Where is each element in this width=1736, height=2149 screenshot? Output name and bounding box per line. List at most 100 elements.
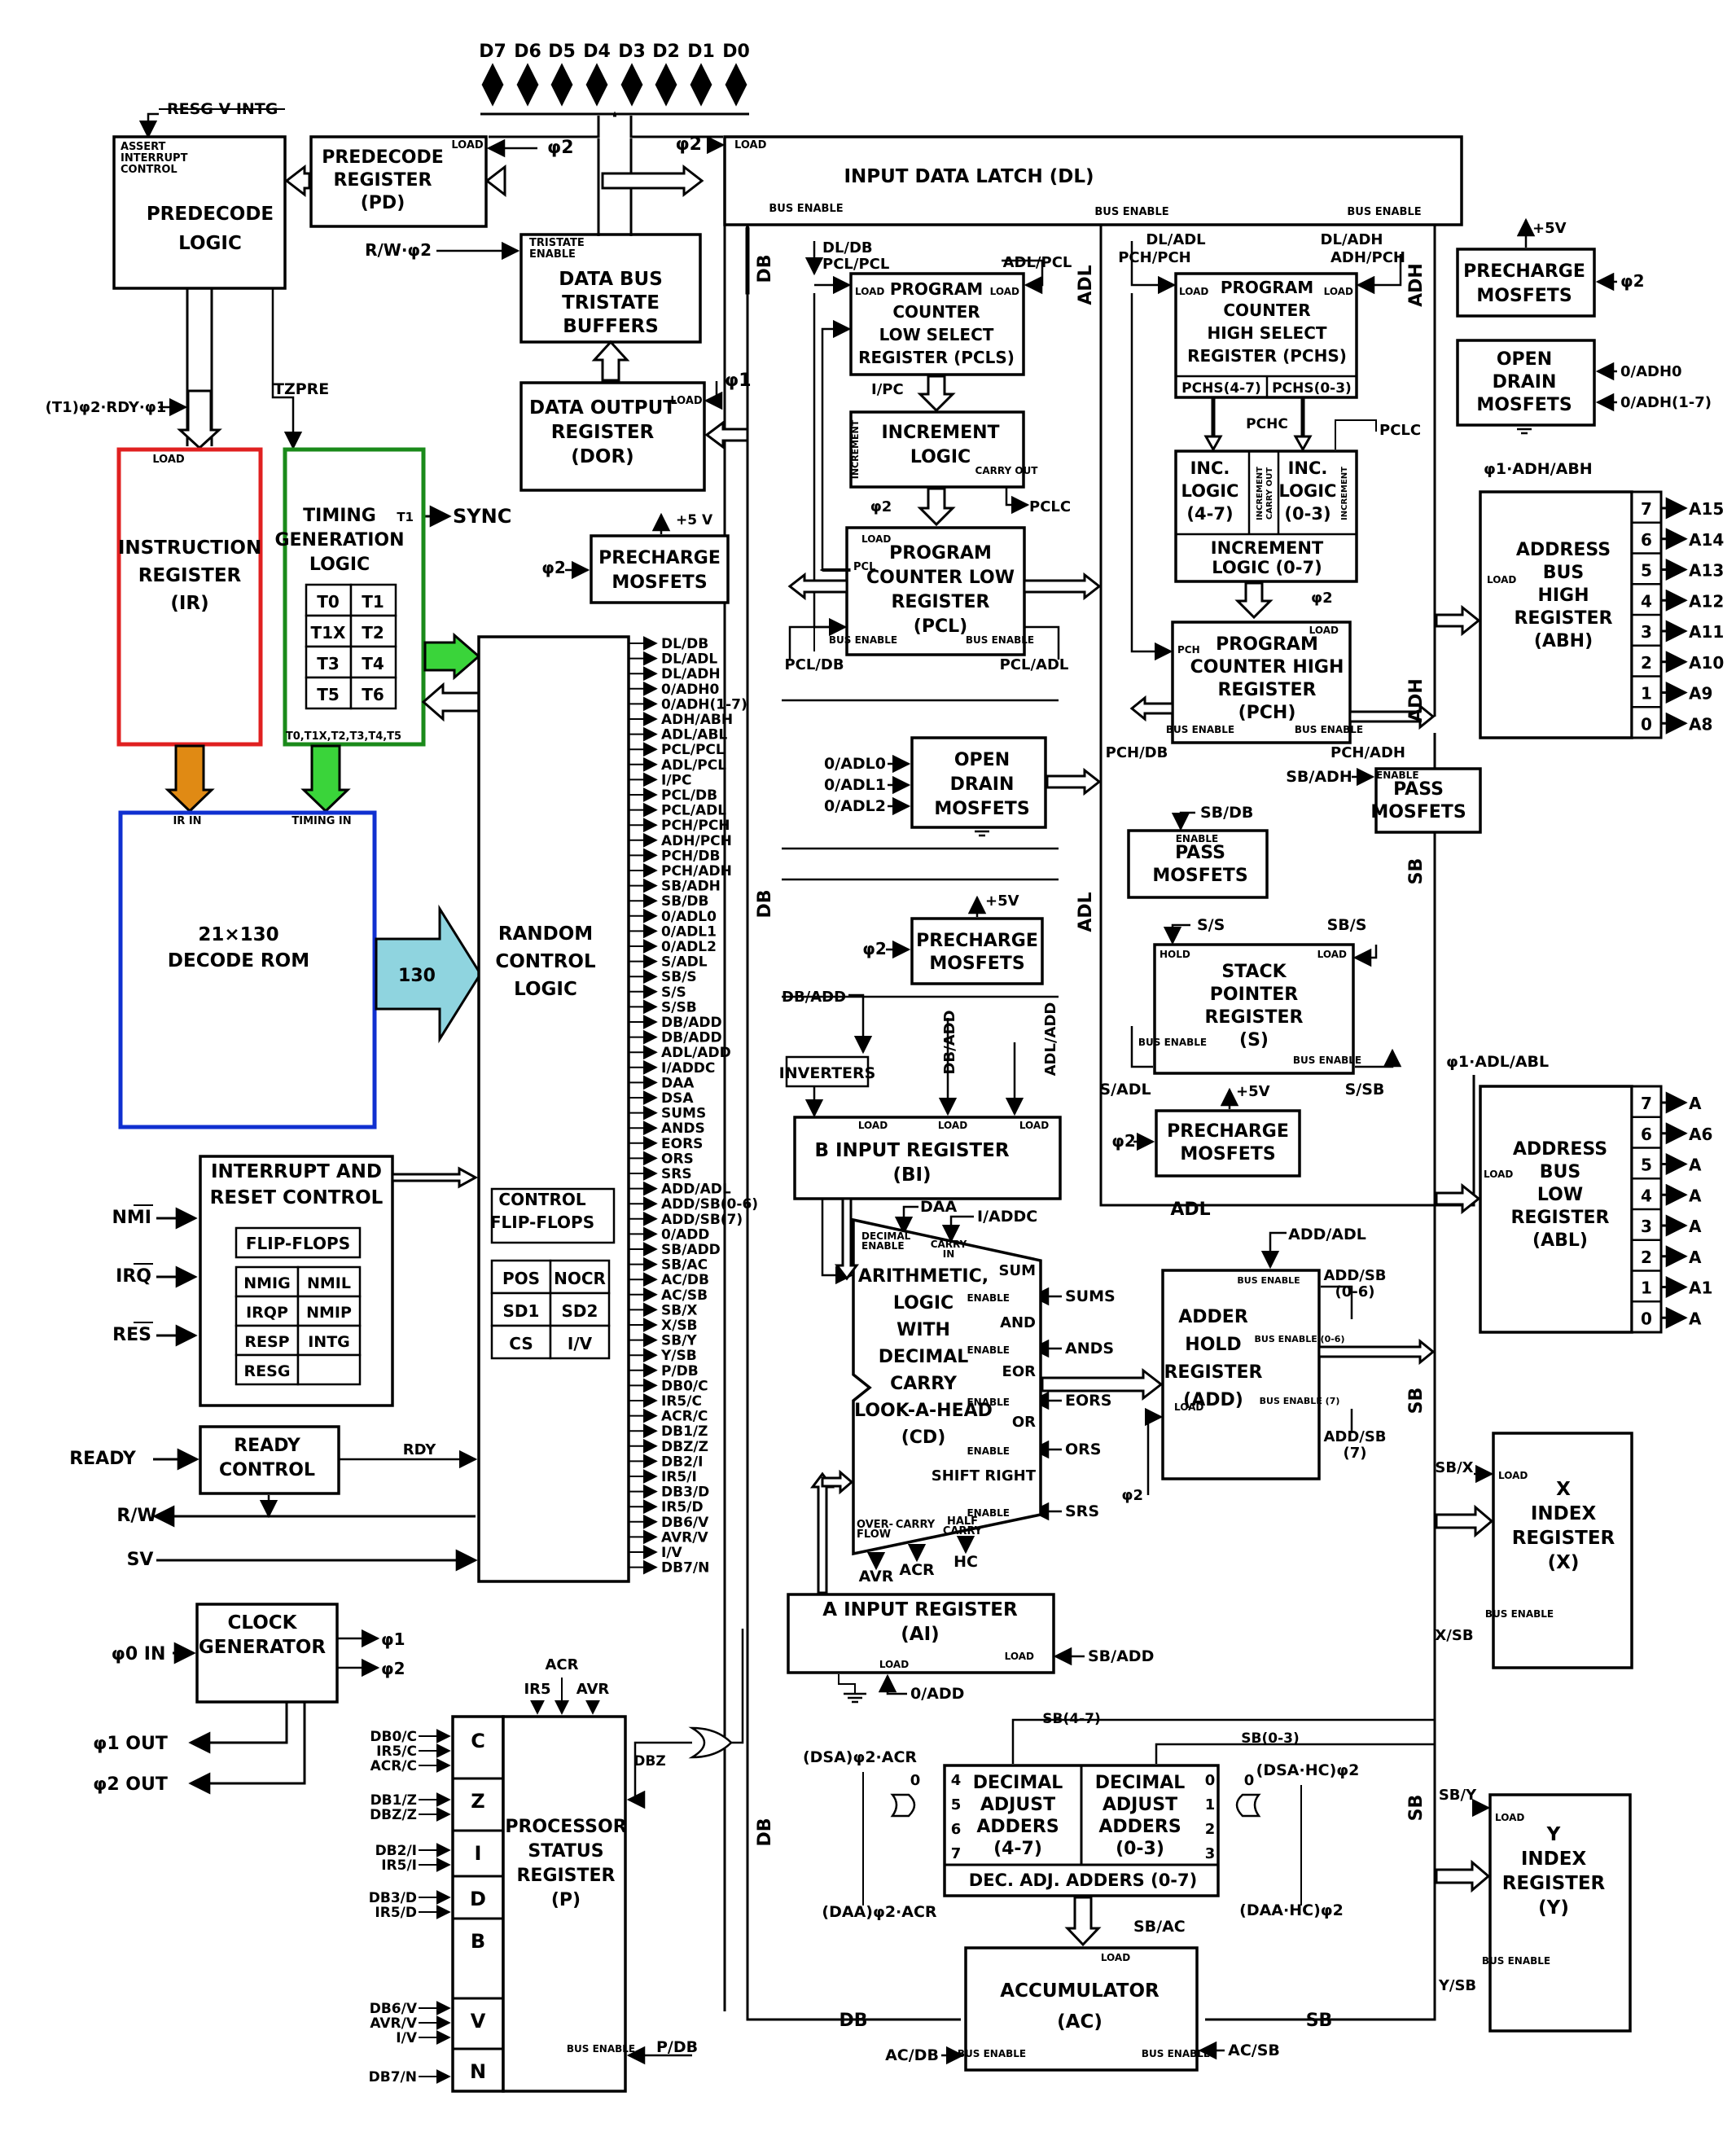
signal-wire [1155,1743,1435,1764]
label: READY [69,1449,137,1469]
interrupt-ff-cell [296,1324,362,1357]
label: (S) [1239,1030,1269,1050]
od-to-adl [1046,767,1102,796]
pchs-to-inc1 [1203,397,1223,453]
label: PRECHARGE [916,931,1038,951]
label: BUS ENABLE [1138,1037,1207,1048]
label: DECIMAL [879,1347,969,1367]
db-up-to-dl [745,223,750,295]
label: LOGIC [1279,481,1337,501]
control-signal-label: ADD/ADL [661,1182,731,1198]
b-input-register-block [793,1116,1062,1200]
label: CS [509,1334,533,1353]
label: SB [1306,2011,1333,2031]
label: INTG [308,1333,350,1351]
label: DL/ADH [1321,231,1383,248]
label: COUNTER HIGH [1190,657,1344,678]
control-signal-label: DB/ADD [661,1015,722,1031]
label: A15 [1689,499,1724,519]
signal-wire [1163,923,1190,945]
label: IR IN [173,815,201,827]
label: PCH [1177,644,1200,656]
label: ADL/PCL [1003,254,1072,271]
label: (4-7) [993,1839,1042,1859]
label: DB [755,1818,775,1846]
label: RDY [403,1441,436,1458]
timing-cell [305,676,353,710]
label: PCH/PCH [1118,249,1191,266]
control-ff-cell [490,1324,552,1360]
control-signal-label: 0/ADH0 [661,682,720,698]
label: LOGIC [910,447,971,467]
label: COUNTER [1223,300,1310,320]
add-to-sb [1317,1338,1436,1366]
label: LOGIC [893,1293,953,1314]
label: BUS ENABLE (7) [1260,1396,1340,1406]
label: (P) [551,1890,581,1910]
label: A [1689,1309,1702,1328]
label: 0/ADH0 [1620,363,1682,380]
dec-adj-gate-right [1235,1793,1261,1818]
label: DECIMAL [861,1230,911,1242]
label: LOGIC [178,233,242,254]
x-index-register-block [1492,1432,1633,1669]
flip-flops-header [235,1226,362,1259]
label: SD2 [562,1301,598,1321]
label: DB2/I [375,1843,417,1859]
label: HOLD [1185,1335,1241,1355]
label: (DSA·HC)φ2 [1256,1761,1360,1779]
noop2 [819,568,851,572]
dbz-nor-gate [688,1726,733,1759]
data-pin-label: D4 [583,42,611,62]
label: DB0/C [370,1729,417,1745]
status-flag: N [470,2060,486,2083]
label: 6 [951,1821,962,1838]
label: LOGIC (0-7) [1212,558,1322,577]
label: ADDRESS [1513,1139,1607,1160]
label: ENABLE [861,1240,905,1252]
label: (T1)φ2·RDY·φ1 [46,399,167,416]
label: DL/ADL [1146,231,1205,248]
label: INSTRUCTION [118,537,261,559]
label: (DOR) [571,446,633,467]
y-index-register-block [1488,1793,1632,2033]
processor-status-register-block [502,1715,627,2093]
signal-wire [1011,1718,1435,1764]
label: LOAD [990,286,1019,297]
label: LOAD [1324,286,1353,297]
label: REGISTER [1502,1873,1606,1894]
control-signal-label: AVR/V [661,1529,708,1546]
label: LOAD [879,1659,909,1670]
ready-control-block [199,1425,340,1495]
abl-block [1479,1085,1633,1334]
signal-wire [188,1702,306,1795]
label: 7 [1641,1094,1652,1113]
label: BUS ENABLE [1166,724,1234,735]
label: ENABLE [967,1292,1010,1304]
label: OPEN [954,750,1010,770]
label: CARRY [943,1525,983,1537]
control-signal-label: IR5/I [661,1469,697,1485]
label: SB/ADD [1088,1647,1154,1665]
label: (PCH) [1238,703,1296,723]
label: 0/ADL2 [824,797,886,815]
status-flag: V [471,2010,486,2033]
label: CARRY [931,1239,967,1250]
label: (PCL) [914,616,967,637]
control-signal-label: I/ADDC [661,1060,715,1077]
data-pin-label: D3 [618,42,646,62]
label: LOAD [938,1120,967,1131]
label: (ABH) [1534,631,1593,651]
label: INCREMENT [850,419,861,479]
label: REGISTER [1217,680,1316,700]
label: 3 [1641,1217,1652,1236]
label: BUS [1540,1162,1580,1182]
label: LOAD [1484,1169,1513,1180]
label: ADJUST [980,1795,1055,1815]
pass-mosfets-sb-adh [1374,767,1482,834]
label: φ1 OUT [93,1734,168,1754]
control-ff-cell [549,1259,611,1295]
label: I/PC [871,381,904,398]
label: SB/Y [1439,1787,1477,1804]
shapes [112,111,1663,2093]
